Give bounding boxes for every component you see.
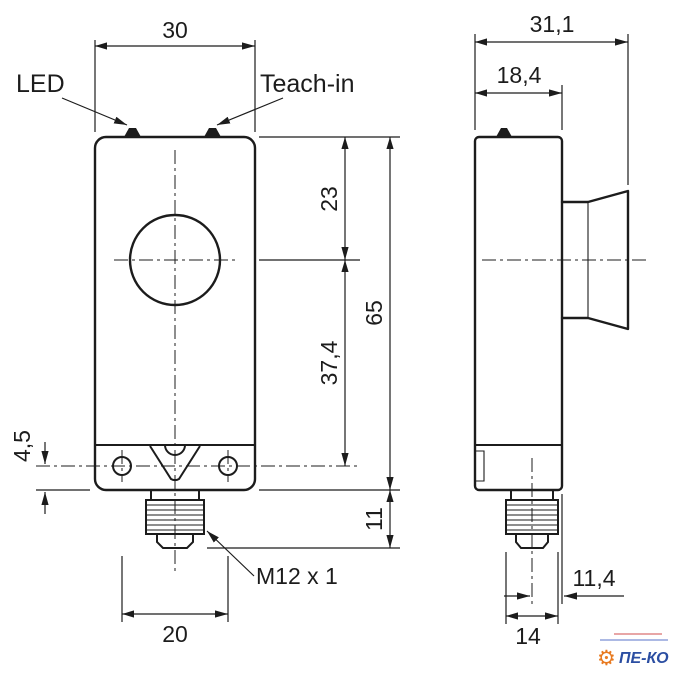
dim-side-total-depth-value: 31,1 [530, 11, 575, 37]
watermark: ⚙ ПЕ-КО [597, 633, 669, 670]
teach-in-label: Teach-in [260, 70, 355, 98]
dim-total-height-value: 65 [361, 300, 387, 326]
gear-icon: ⚙ [597, 647, 616, 670]
flange-recess-arc [164, 444, 186, 456]
dim-connector-height-value: 11 [361, 507, 387, 531]
watermark-brand-text: ПЕ-КО [619, 650, 669, 667]
side-top-mark [496, 128, 512, 137]
dim-front-width: 30 [94, 17, 256, 132]
thread-spec-label: M12 x 1 [256, 563, 338, 589]
side-housing-outline [473, 135, 564, 492]
connector-tip [156, 533, 194, 549]
dim-holes-to-bottom: 4,5 [9, 430, 90, 514]
label-teach-in: Teach-in [216, 70, 355, 126]
dim-lens-from-top-value: 23 [316, 186, 342, 212]
led-mark [124, 128, 141, 137]
dim-hole-spacing: 20 [121, 556, 229, 647]
dim-lens-to-holes: 37,4 [316, 260, 349, 466]
dim-lens-from-top: 23 [259, 136, 400, 261]
teach-in-leader [216, 97, 284, 126]
led-label: LED [16, 70, 65, 98]
dim-lens-to-holes-value: 37,4 [316, 340, 342, 385]
mounting-hole-right [218, 456, 238, 476]
dim-connector-axis-offset-value: 11,4 [572, 565, 615, 591]
flange-v-notch [149, 445, 201, 482]
dim-side-connector-depth-value: 14 [515, 623, 541, 649]
dim-side-body-depth-value: 18,4 [497, 62, 542, 88]
label-thread-spec: M12 x 1 [206, 530, 338, 589]
dim-holes-to-bottom-value: 4,5 [9, 430, 35, 462]
side-mount-notch [475, 450, 485, 482]
front-view [36, 128, 360, 572]
dim-front-width-value: 30 [162, 17, 188, 43]
led-leader [61, 97, 128, 126]
mounting-hole-left [112, 456, 132, 476]
teach-in-mark [204, 128, 221, 137]
label-led: LED [16, 70, 128, 126]
dim-connector-height: 11 [207, 490, 400, 549]
front-connector [145, 489, 205, 549]
dim-connector-axis-offset: 11,4 [504, 494, 624, 604]
side-connector-tip [515, 533, 549, 549]
dim-total-height: 65 [259, 137, 400, 491]
dim-side-total-depth: 31,1 [474, 11, 629, 185]
thread-spec-leader [206, 530, 255, 577]
dim-side-connector-depth: 14 [505, 552, 559, 649]
dim-side-body-depth: 18,4 [475, 62, 563, 130]
side-view [473, 128, 648, 606]
dim-hole-spacing-value: 20 [162, 621, 188, 647]
